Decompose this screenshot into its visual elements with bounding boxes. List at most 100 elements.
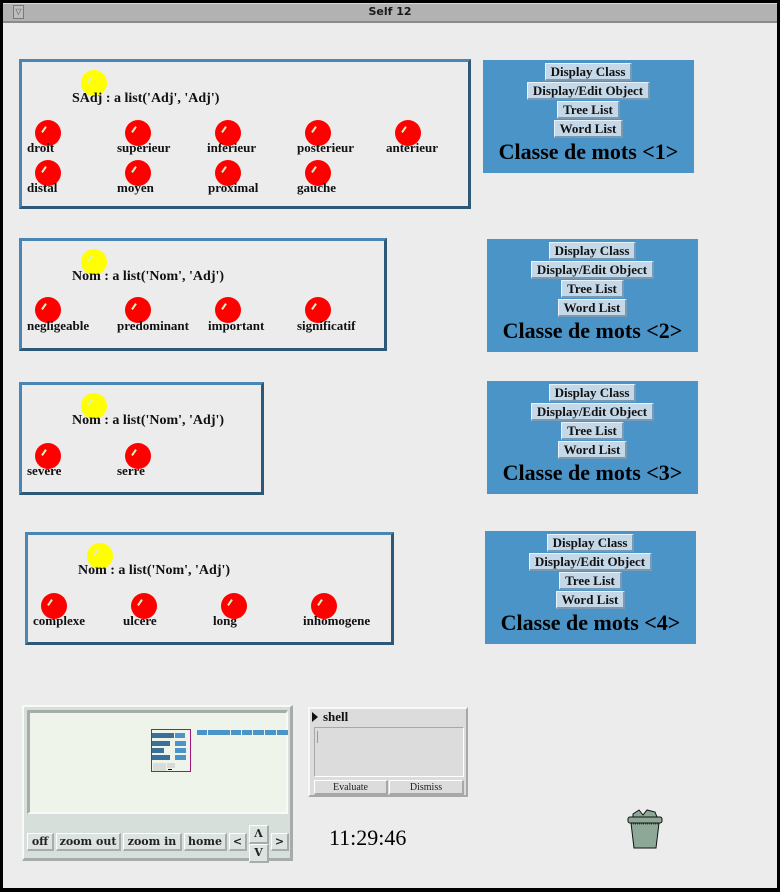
word-node-ball[interactable] (125, 297, 151, 323)
shell-header[interactable]: shell (310, 709, 466, 725)
class-node-ball[interactable] (87, 543, 113, 569)
scroll-down-button[interactable]: V (249, 844, 269, 863)
morph-title: Nom : a list('Nom', 'Adj') (72, 413, 225, 428)
minimap-panel (175, 733, 185, 738)
word-node-ball[interactable] (125, 160, 151, 186)
word-label: anterieur (386, 140, 438, 155)
word-list-button[interactable]: Word List (553, 120, 624, 138)
class-panel-1: Display Class Display/Edit Object Tree L… (483, 60, 694, 173)
class-node-ball[interactable] (81, 393, 107, 419)
scroll-right-button[interactable]: > (271, 833, 289, 851)
panel-caption: Classe de mots <1> (498, 139, 679, 164)
scroll-left-button[interactable]: < (229, 833, 247, 851)
word-node-ball[interactable] (131, 593, 157, 619)
display-edit-object-button[interactable]: Display/Edit Object (530, 261, 655, 279)
word-node-ball[interactable] (395, 120, 421, 146)
word-label: moyen (117, 180, 154, 195)
word-label: complexe (33, 613, 85, 628)
scroll-up-button[interactable]: Λ (249, 825, 269, 844)
word-node-ball[interactable] (311, 593, 337, 619)
display-edit-object-button[interactable]: Display/Edit Object (530, 403, 655, 421)
title-bar[interactable]: ▽ Self 12 (3, 0, 777, 23)
word-label: ulcere (123, 613, 157, 628)
shell-input[interactable] (314, 727, 464, 777)
word-node-ball[interactable] (125, 443, 151, 469)
off-button[interactable]: off (27, 833, 54, 851)
word-list-button[interactable]: Word List (557, 299, 628, 317)
word-label: inferieur (207, 140, 257, 155)
display-class-button[interactable]: Display Class (544, 63, 633, 81)
world-canvas[interactable]: SAdj : a list('Adj', 'Adj') droit superi… (3, 23, 777, 888)
word-node-ball[interactable] (305, 120, 331, 146)
word-node-ball[interactable] (35, 297, 61, 323)
minimap-morph (152, 733, 174, 738)
word-label: negligeable (27, 318, 90, 333)
word-label: predominant (117, 318, 189, 333)
minimap-strip (253, 730, 264, 735)
display-class-button[interactable]: Display Class (548, 242, 637, 260)
minimap-strip (197, 730, 207, 735)
zoom-out-button[interactable]: zoom out (56, 833, 121, 851)
class-panel-2: Display Class Display/Edit Object Tree L… (487, 239, 698, 352)
display-class-button[interactable]: Display Class (548, 384, 637, 402)
display-class-button[interactable]: Display Class (546, 534, 635, 552)
window-menu-button[interactable]: ▽ (13, 5, 24, 19)
display-edit-object-button[interactable]: Display/Edit Object (528, 553, 653, 571)
dismiss-button[interactable]: Dismiss (389, 780, 464, 795)
minimap-shell (167, 763, 175, 768)
minimap-morph (152, 755, 170, 760)
minimap-navigator (153, 763, 166, 771)
navigator-minimap[interactable] (27, 710, 288, 814)
word-label: distal (27, 180, 58, 195)
display-edit-object-button[interactable]: Display/Edit Object (526, 82, 651, 100)
word-node-ball[interactable] (305, 297, 331, 323)
minimap-strip (242, 730, 252, 735)
minimap-strip (231, 730, 241, 735)
morph-title: SAdj : a list('Adj', 'Adj') (72, 91, 220, 106)
tree-list-button[interactable]: Tree List (557, 101, 620, 119)
class-node-ball[interactable] (81, 249, 107, 275)
word-class-morph-4[interactable]: Nom : a list('Nom', 'Adj') complexe ulce… (25, 532, 394, 645)
word-label: important (208, 318, 265, 333)
tree-list-button[interactable]: Tree List (559, 572, 622, 590)
word-node-ball[interactable] (35, 120, 61, 146)
expand-triangle-icon[interactable] (312, 712, 318, 722)
tree-list-button[interactable]: Tree List (561, 422, 624, 440)
word-node-ball[interactable] (305, 160, 331, 186)
minimap-strip (277, 730, 288, 735)
word-node-ball[interactable] (35, 443, 61, 469)
word-node-ball[interactable] (125, 120, 151, 146)
minimap-morph (152, 741, 170, 746)
word-label: serre (117, 463, 145, 478)
word-list-button[interactable]: Word List (555, 591, 626, 609)
word-class-morph-3[interactable]: Nom : a list('Nom', 'Adj') severe serre (19, 382, 264, 495)
home-button[interactable]: home (184, 833, 227, 851)
evaluate-button[interactable]: Evaluate (314, 780, 388, 795)
word-node-ball[interactable] (221, 593, 247, 619)
word-node-ball[interactable] (215, 160, 241, 186)
word-label: posterieur (297, 140, 355, 155)
word-label: long (213, 613, 237, 628)
word-class-morph-1[interactable]: SAdj : a list('Adj', 'Adj') droit superi… (19, 59, 471, 209)
word-label: superieur (117, 140, 171, 155)
word-node-ball[interactable] (215, 120, 241, 146)
word-label: proximal (208, 180, 259, 195)
tree-list-button[interactable]: Tree List (561, 280, 624, 298)
clock: 11:29:46 (329, 825, 407, 850)
morph-title: Nom : a list('Nom', 'Adj') (78, 563, 231, 578)
word-node-ball[interactable] (41, 593, 67, 619)
panel-caption: Classe de mots <4> (500, 610, 681, 635)
word-label: gauche (297, 180, 336, 195)
trash-can-icon[interactable] (625, 806, 665, 850)
zoom-in-button[interactable]: zoom in (123, 833, 182, 851)
minimap-viewport-frame[interactable] (151, 729, 191, 772)
word-node-ball[interactable] (35, 160, 61, 186)
text-caret (317, 731, 318, 743)
word-node-ball[interactable] (215, 297, 241, 323)
shell-title: shell (323, 709, 349, 724)
word-class-morph-2[interactable]: Nom : a list('Nom', 'Adj') negligeable p… (19, 238, 387, 351)
word-list-button[interactable]: Word List (557, 441, 628, 459)
world-navigator: off zoom out zoom in home < Λ V > (22, 705, 293, 863)
class-node-ball[interactable] (81, 70, 107, 96)
